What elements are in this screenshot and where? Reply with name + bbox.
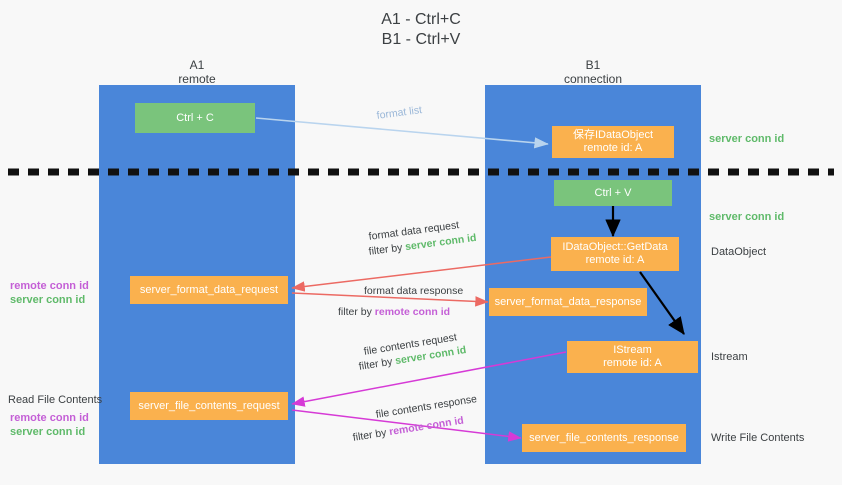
right-label-server-conn-id-mid: server conn id	[709, 211, 785, 223]
box-ctrl-c[interactable]: Ctrl + C	[135, 103, 255, 133]
filter-prefix: filter by	[368, 241, 407, 258]
filter-prefix: filter by	[358, 355, 397, 373]
box-server-file-contents-response[interactable]: server_file_contents_response	[522, 424, 686, 452]
box-istream-line2: remote id: A	[603, 357, 662, 369]
filter-prefix: filter by	[352, 426, 391, 444]
box-save-idataobject-line1: 保存IDataObject	[572, 129, 654, 141]
box-idataobject-getdata[interactable]: IDataObject::GetData remote id: A	[551, 237, 679, 271]
left-label-server-conn-id-mid: server conn id	[10, 294, 86, 306]
column-header-a1: A1 remote	[99, 58, 295, 86]
right-label-dataobject: DataObject	[711, 246, 767, 258]
title-line-1: A1 - Ctrl+C	[381, 11, 461, 28]
filter-prefix: filter by	[338, 306, 375, 318]
left-label-remote-conn-id-bottom: remote conn id	[10, 412, 89, 424]
column-header-b1: B1 connection	[485, 58, 701, 86]
right-label-write-file-contents: Write File Contents	[711, 432, 805, 444]
column-header-b1-sub: connection	[563, 72, 623, 86]
title-line-2: B1 - Ctrl+V	[381, 31, 461, 48]
box-istream[interactable]: IStream remote id: A	[567, 341, 698, 373]
arrow-format-data-response	[291, 292, 489, 307]
right-label-server-conn-id-top: server conn id	[709, 133, 785, 145]
box-save-idataobject-line2: remote id: A	[583, 142, 643, 154]
arrow-format-data-request	[291, 256, 552, 292]
page-title: A1 - Ctrl+C B1 - Ctrl+V	[0, 10, 842, 50]
arrow-getdata-istream	[639, 271, 685, 335]
column-header-a1-sub: remote	[178, 72, 216, 86]
arrow-label-file-contents-response-filter: filter by remote conn id	[352, 414, 465, 444]
arrow-label-format-data-response-filter: filter by remote conn id	[338, 306, 450, 319]
box-server-format-data-response[interactable]: server_format_data_response	[489, 288, 647, 316]
box-istream-line1: IStream	[613, 344, 652, 356]
box-getdata-line1: IDataObject::GetData	[562, 241, 668, 253]
arrow-file-contents-response	[291, 409, 522, 442]
left-label-remote-conn-id-mid: remote conn id	[10, 280, 89, 292]
left-label-read-file-contents: Read File Contents	[8, 394, 103, 406]
arrow-format-list	[255, 117, 549, 149]
box-save-idataobject[interactable]: 保存IDataObject remote id: A	[552, 126, 674, 158]
left-label-server-conn-id-bottom: server conn id	[10, 426, 86, 438]
box-server-format-data-request[interactable]: server_format_data_request	[130, 276, 288, 304]
arrow-file-contents-request	[291, 351, 567, 407]
box-ctrl-v[interactable]: Ctrl + V	[554, 180, 672, 206]
column-header-b1-name: B1	[585, 58, 601, 72]
column-header-a1-name: A1	[189, 58, 205, 72]
key-remote-conn-id: remote conn id	[374, 306, 451, 318]
arrow-label-format-list: format list	[376, 104, 423, 122]
box-server-file-contents-request[interactable]: server_file_contents_request	[130, 392, 288, 420]
arrow-label-format-data-response: format data response	[364, 285, 464, 297]
right-label-istream: Istream	[711, 351, 748, 363]
box-getdata-line2: remote id: A	[585, 254, 645, 266]
